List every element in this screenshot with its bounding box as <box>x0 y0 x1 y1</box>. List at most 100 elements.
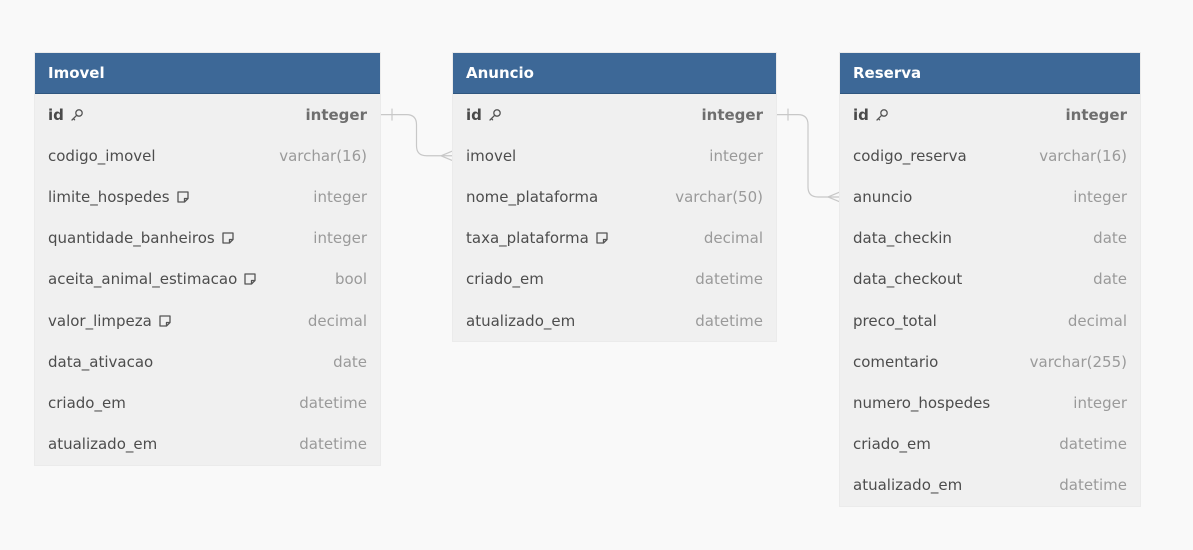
table-anuncio[interactable]: Anuncio id integer imovel integer nome_plata… <box>453 53 776 342</box>
key-icon <box>876 108 888 121</box>
column-row[interactable]: data_ativacao date <box>35 341 380 382</box>
column-name-cell: criado_em <box>48 394 126 412</box>
column-type: datetime <box>299 393 367 412</box>
column-row[interactable]: limite_hospedes integer <box>35 176 380 217</box>
column-type: datetime <box>1059 476 1127 495</box>
column-name-cell: data_checkout <box>853 270 962 288</box>
column-type: varchar(50) <box>675 187 763 206</box>
column-row[interactable]: imovel integer <box>453 135 776 176</box>
column-name-cell: data_ativacao <box>48 353 153 371</box>
column-name-cell: id <box>853 106 889 124</box>
column-name-cell: valor_limpeza <box>48 312 172 330</box>
column-type: varchar(16) <box>279 146 367 165</box>
column-name: aceita_animal_estimacao <box>48 270 238 289</box>
column-name: preco_total <box>853 311 937 330</box>
note-icon[interactable] <box>158 314 172 328</box>
column-row[interactable]: anuncio integer <box>840 176 1140 217</box>
column-name-cell: taxa_plataforma <box>466 229 609 247</box>
column-type: integer <box>313 229 367 248</box>
column-name: limite_hospedes <box>48 187 170 206</box>
column-row[interactable]: preco_total decimal <box>840 300 1140 341</box>
column-name-cell: criado_em <box>853 435 931 453</box>
column-name: criado_em <box>853 435 931 454</box>
column-name: data_ativacao <box>48 352 154 371</box>
column-type: date <box>1093 229 1127 248</box>
table-header[interactable]: Imovel <box>35 53 380 94</box>
column-type: datetime <box>695 311 763 330</box>
column-row[interactable]: id integer <box>840 94 1140 135</box>
key-icon <box>489 108 501 121</box>
column-name: codigo_reserva <box>853 146 967 165</box>
column-row[interactable]: data_checkin date <box>840 218 1140 259</box>
key-icon <box>71 108 83 121</box>
column-row[interactable]: criado_em datetime <box>840 424 1140 465</box>
column-name-cell: atualizado_em <box>853 476 962 494</box>
column-row[interactable]: id integer <box>35 94 380 135</box>
column-name: atualizado_em <box>466 311 576 330</box>
column-name: comentario <box>853 352 939 371</box>
cardinality-many-marker <box>827 191 841 203</box>
relationship-line[interactable] <box>776 108 841 203</box>
column-row[interactable]: taxa_plataforma decimal <box>453 218 776 259</box>
column-type: integer <box>709 146 763 165</box>
column-type: date <box>333 352 367 371</box>
column-name-cell: aceita_animal_estimacao <box>48 270 257 288</box>
column-type: integer <box>1065 105 1127 124</box>
column-name: id <box>853 105 869 124</box>
column-name-cell: nome_plataforma <box>466 188 598 206</box>
column-name-cell: anuncio <box>853 188 912 206</box>
note-icon[interactable] <box>595 231 609 245</box>
column-name: imovel <box>466 146 517 165</box>
column-name: criado_em <box>466 270 544 289</box>
column-name-cell: criado_em <box>466 270 544 288</box>
column-name: data_checkin <box>853 229 952 248</box>
column-row[interactable]: atualizado_em datetime <box>840 465 1140 506</box>
column-name: atualizado_em <box>48 435 158 454</box>
column-row[interactable]: id integer <box>453 94 776 135</box>
column-row[interactable]: valor_limpeza decimal <box>35 300 380 341</box>
column-name: atualizado_em <box>853 476 963 495</box>
column-name-cell: imovel <box>466 147 516 165</box>
table-header[interactable]: Anuncio <box>453 53 776 94</box>
column-type: datetime <box>1059 435 1127 454</box>
column-name-cell: comentario <box>853 353 938 371</box>
column-row[interactable]: atualizado_em datetime <box>453 300 776 341</box>
column-name: id <box>466 105 482 124</box>
column-name: anuncio <box>853 187 913 206</box>
column-row[interactable]: quantidade_banheiros integer <box>35 218 380 259</box>
column-type: integer <box>1073 187 1127 206</box>
relationship-line[interactable] <box>380 108 454 162</box>
column-name-cell: quantidade_banheiros <box>48 229 235 247</box>
note-icon[interactable] <box>243 272 257 286</box>
column-type: decimal <box>1067 311 1127 330</box>
column-name-cell: limite_hospedes <box>48 188 190 206</box>
note-icon[interactable] <box>176 190 190 204</box>
column-type: integer <box>305 105 367 124</box>
column-name-cell: codigo_reserva <box>853 147 967 165</box>
column-name-cell: numero_hospedes <box>853 394 990 412</box>
column-type: decimal <box>703 229 763 248</box>
column-row[interactable]: criado_em datetime <box>35 382 380 423</box>
table-header[interactable]: Reserva <box>840 53 1140 94</box>
column-type: integer <box>313 187 367 206</box>
column-name: valor_limpeza <box>48 311 152 330</box>
column-type: decimal <box>307 311 367 330</box>
column-type: integer <box>701 105 763 124</box>
column-name: id <box>48 105 64 124</box>
column-name-cell: preco_total <box>853 312 937 330</box>
note-icon[interactable] <box>221 231 235 245</box>
column-name-cell: data_checkin <box>853 229 952 247</box>
column-row[interactable]: nome_plataforma varchar(50) <box>453 176 776 217</box>
